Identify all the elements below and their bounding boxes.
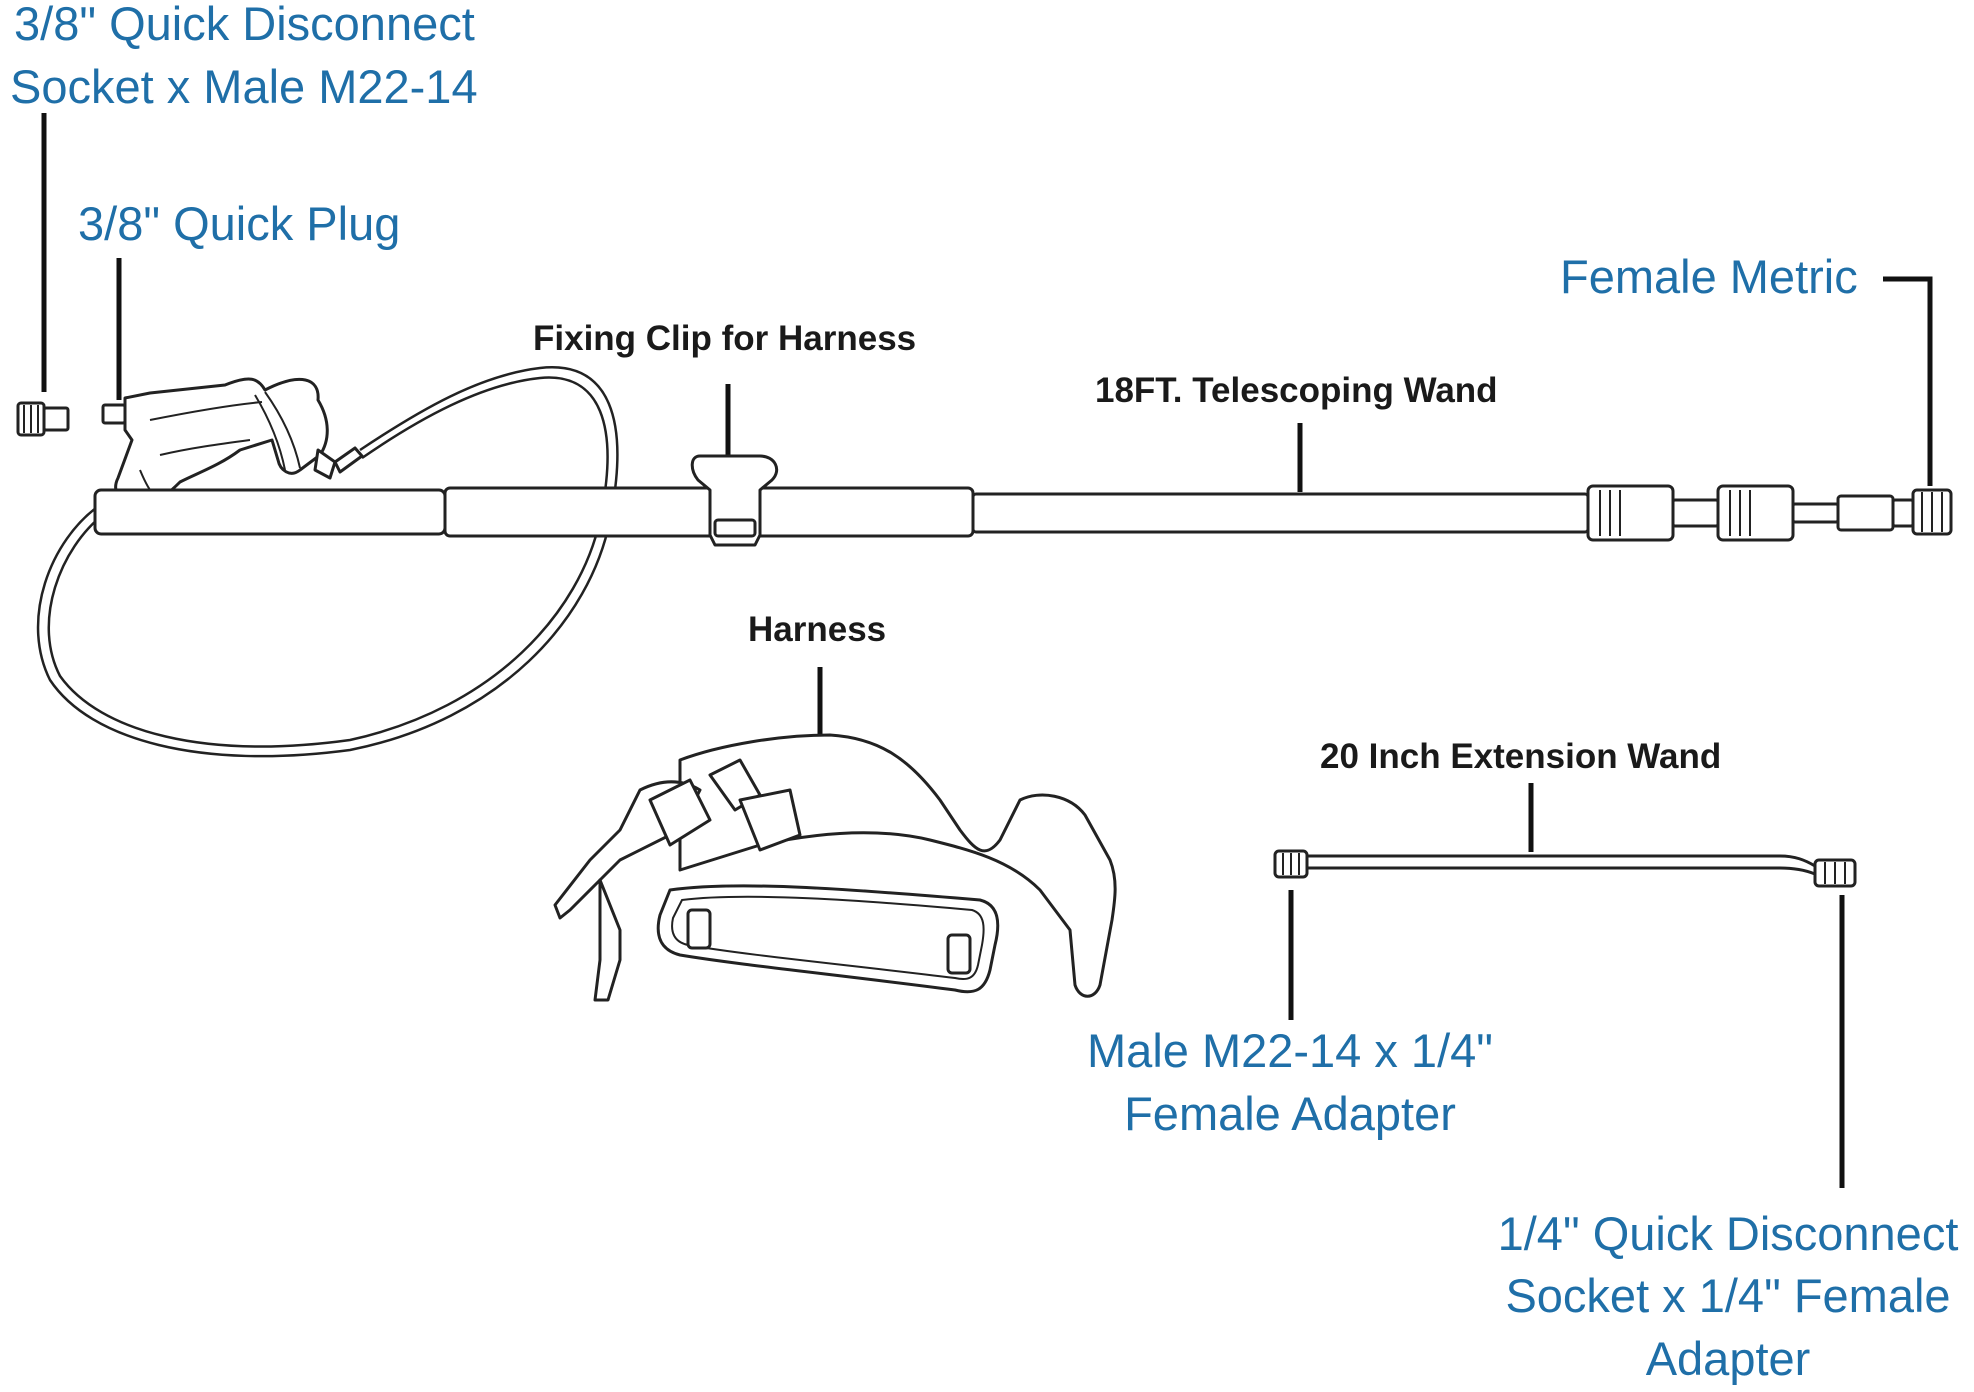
- label-male-adapter-line2: Female Adapter: [1124, 1087, 1456, 1140]
- quick-plug: [101, 403, 127, 425]
- leader-female-metric: [1883, 276, 1933, 486]
- label-female-metric: Female Metric: [1560, 250, 1858, 303]
- label-harness: Harness: [748, 610, 886, 649]
- label-telescoping-wand: 18FT. Telescoping Wand: [1095, 371, 1498, 410]
- label-quarter-socket-line3: Adapter: [1646, 1332, 1811, 1385]
- telescoping-wand: [93, 484, 1953, 542]
- label-socket-m22-line2: Socket x Male M22-14: [10, 60, 478, 113]
- label-quarter-socket-line1: 1/4" Quick Disconnect: [1498, 1207, 1959, 1260]
- spray-gun: [101, 377, 364, 507]
- quick-disconnect-socket: [16, 401, 70, 437]
- label-quarter-socket-line2: Socket x 1/4" Female: [1505, 1269, 1950, 1322]
- label-male-adapter-line1: Male M22-14 x 1/4": [1087, 1024, 1493, 1077]
- label-extension-wand: 20 Inch Extension Wand: [1320, 737, 1721, 776]
- fixing-clip: [690, 454, 779, 547]
- high-pressure-hose: [36, 366, 619, 758]
- harness: [553, 733, 1117, 1002]
- extension-wand: [1273, 849, 1857, 888]
- label-fixing-clip: Fixing Clip for Harness: [533, 319, 916, 358]
- label-socket-m22-line1: 3/8" Quick Disconnect: [14, 0, 475, 50]
- label-quick-plug: 3/8" Quick Plug: [78, 197, 400, 250]
